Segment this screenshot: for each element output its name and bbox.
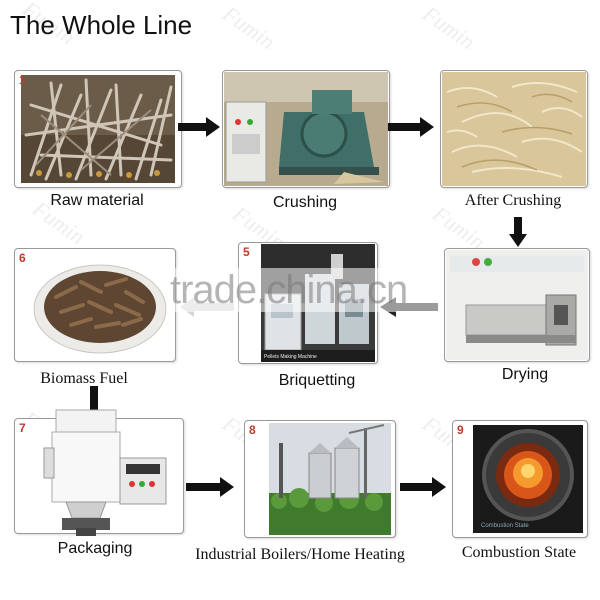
step-6-card: 6 xyxy=(14,248,176,362)
arrow-right-icon xyxy=(388,117,434,137)
step-8-card: 8 xyxy=(244,420,396,538)
brand-watermark: Fumin xyxy=(418,0,480,55)
step-3-card xyxy=(440,70,588,188)
step-9-card: 9 Combustion State xyxy=(452,420,588,538)
dryer-machine-photo xyxy=(446,250,588,360)
photo-caption: Pellets Making Machine xyxy=(264,354,317,360)
step-1-card: 1 xyxy=(14,70,182,188)
arrow-right-icon xyxy=(400,477,446,497)
step-number: 5 xyxy=(243,245,250,259)
step-label: Packaging xyxy=(57,540,133,557)
step-label: Drying xyxy=(501,366,549,383)
step-number: 6 xyxy=(19,251,26,265)
pellets-bowl-photo xyxy=(33,264,167,354)
arrow-right-icon xyxy=(178,117,220,137)
step-number: 1 xyxy=(19,73,26,87)
photo-caption: Combustion State xyxy=(481,523,529,529)
arrow-right-icon xyxy=(186,477,234,497)
branches-photo xyxy=(21,75,175,183)
step-label: Combustion State xyxy=(461,544,577,561)
step-label: Crushing xyxy=(272,194,338,211)
wood-shavings-photo xyxy=(442,72,586,186)
step-number: 8 xyxy=(249,423,256,437)
step-label: Briquetting xyxy=(278,372,356,389)
step-4-card xyxy=(444,248,590,362)
arrow-down-icon xyxy=(509,217,527,247)
step-label: After Crushing xyxy=(464,192,562,209)
combustion-fire-photo: Combustion State xyxy=(473,425,583,533)
step-number: 7 xyxy=(19,421,26,435)
step-2-card xyxy=(222,70,390,188)
arrow-down-icon xyxy=(90,386,98,412)
step-label: Raw material xyxy=(50,192,144,209)
packaging-machine-photo xyxy=(43,409,167,536)
step-number: 9 xyxy=(457,423,464,437)
site-watermark: trade.china.cn xyxy=(170,268,440,312)
brand-watermark: Fumin xyxy=(218,0,280,55)
boiler-silos-photo xyxy=(269,423,391,535)
crusher-machine-photo xyxy=(224,72,388,186)
page-title: The Whole Line xyxy=(10,10,193,40)
step-label: Biomass Fuel xyxy=(40,370,128,387)
step-label: Industrial Boilers/Home Heating xyxy=(195,546,405,563)
